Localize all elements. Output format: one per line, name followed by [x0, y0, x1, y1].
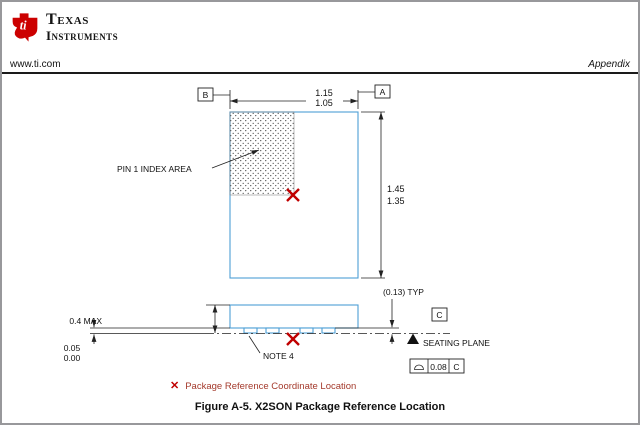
- pin1-index-area: [229, 111, 295, 196]
- legend-x-icon: ✕: [170, 380, 180, 392]
- seating-plane-label: SEATING PLANE: [423, 338, 490, 348]
- dim-width-min: 1.05: [315, 98, 333, 108]
- reference-coordinate-marker-top: [286, 188, 300, 202]
- package-leads: [243, 327, 336, 334]
- pin1-index-label: PIN 1 INDEX AREA: [117, 164, 192, 174]
- dim-lead-thickness: (0.13) TYP: [383, 287, 424, 297]
- feature-control-frame: 0.08 C: [409, 358, 465, 374]
- datum-c-label: C: [436, 310, 442, 320]
- dim-height-min: 1.35: [387, 196, 405, 206]
- seating-plane-flag-icon: [407, 333, 419, 344]
- note4-label: NOTE 4: [263, 351, 294, 361]
- package-drawing: B A 1.15 1.05 1.45 1.35 PIN 1 INDEX AREA: [64, 84, 490, 374]
- fcf-datum-ref: C: [453, 362, 459, 372]
- datum-b-box: [197, 87, 214, 102]
- page-header-row: www.ti.com Appendix: [2, 59, 638, 70]
- ti-wordmark: Texas Instruments: [46, 11, 118, 44]
- reference-coordinate-marker-side: [286, 332, 300, 346]
- dim-standoff-max: 0.05: [64, 343, 81, 353]
- dimension-lines-top: [211, 90, 385, 279]
- ti-masthead: ti Texas Instruments: [10, 11, 118, 44]
- svg-text:ti: ti: [20, 18, 27, 32]
- dimension-lines-side: [90, 299, 399, 354]
- brand-line-2: Instruments: [46, 28, 118, 44]
- legend-label: Package Reference Coordinate Location: [185, 381, 357, 392]
- legend: ✕ Package Reference Coordinate Location: [170, 380, 357, 393]
- dim-width-max: 1.15: [315, 88, 333, 98]
- datum-a-label: A: [380, 87, 386, 97]
- datum-a-box: [374, 84, 391, 99]
- package-side-outline: [229, 304, 359, 329]
- fcf-tolerance-value: 0.08: [430, 362, 447, 372]
- ti-logo-icon: ti: [12, 13, 38, 42]
- figure-caption: Figure A-5. X2SON Package Reference Loca…: [194, 401, 446, 413]
- header-rule: [2, 72, 638, 74]
- dim-side-height: 0.4 MAX: [69, 316, 102, 326]
- datum-b-label: B: [203, 90, 209, 100]
- brand-line-1: Texas: [46, 11, 90, 29]
- website-link[interactable]: www.ti.com: [10, 59, 61, 70]
- dim-height-max: 1.45: [387, 184, 405, 194]
- section-label: Appendix: [588, 59, 630, 70]
- datum-c-box: [431, 307, 448, 322]
- profile-of-surface-icon: [414, 364, 424, 370]
- dim-standoff-min: 0.00: [64, 353, 81, 363]
